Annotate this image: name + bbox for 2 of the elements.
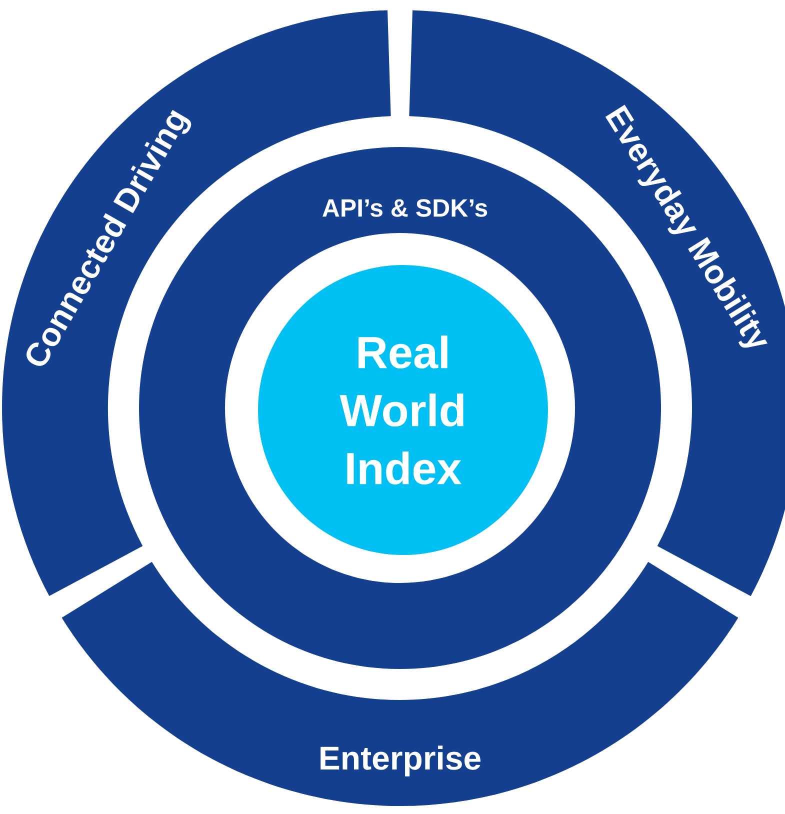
ring-segment: Enterprise [62,562,738,806]
node-label: Enterprise [320,746,480,776]
